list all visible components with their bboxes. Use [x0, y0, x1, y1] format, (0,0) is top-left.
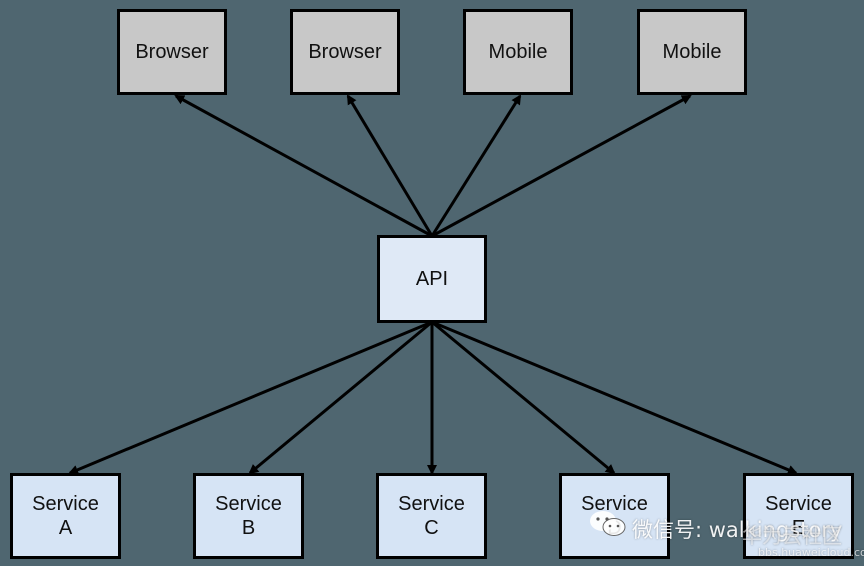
edge-api-to-service-b	[248, 320, 433, 475]
service-label-line1: Service	[581, 493, 648, 515]
service-label-line2: C	[424, 517, 439, 539]
watermark-url: bbs.huaweicloud.com	[758, 546, 864, 559]
service-label-line2: B	[241, 517, 256, 539]
service-label-line1: Service	[765, 493, 832, 515]
edge-api-to-mobile-1	[430, 94, 522, 237]
client-label: Browser	[135, 40, 209, 63]
service-d: Service D	[559, 473, 670, 559]
edge-api-to-service-a	[68, 320, 433, 475]
api-label: API	[415, 267, 449, 290]
edge-api-to-service-d	[431, 320, 616, 475]
edge-api-to-service-e	[431, 320, 798, 475]
service-label-line1: Service	[32, 493, 99, 515]
watermark-wechat-id: 微信号: walkingstory	[632, 518, 843, 542]
service-label-line1: Service	[398, 493, 465, 515]
api-node: API	[377, 235, 487, 323]
service-a: Service A	[10, 473, 121, 559]
wechat-icon	[590, 511, 626, 536]
edge-api-to-browser-1	[174, 94, 433, 238]
client-mobile-2: Mobile	[637, 9, 747, 95]
service-label-line2: E	[791, 517, 806, 539]
client-browser-2: Browser	[290, 9, 400, 95]
edge-api-to-mobile-2	[431, 94, 692, 238]
client-label: Browser	[308, 40, 382, 63]
client-mobile-1: Mobile	[463, 9, 573, 95]
watermark-community: 华为云社区	[742, 524, 842, 548]
edge-api-to-browser-2	[346, 94, 434, 237]
client-label: Mobile	[662, 40, 722, 63]
client-browser-1: Browser	[117, 9, 227, 95]
client-label: Mobile	[488, 40, 548, 63]
service-c: Service C	[376, 473, 487, 559]
service-label-line1: Service	[215, 493, 282, 515]
service-label-line2: A	[58, 517, 73, 539]
service-b: Service B	[193, 473, 304, 559]
service-e: Service E	[743, 473, 854, 559]
